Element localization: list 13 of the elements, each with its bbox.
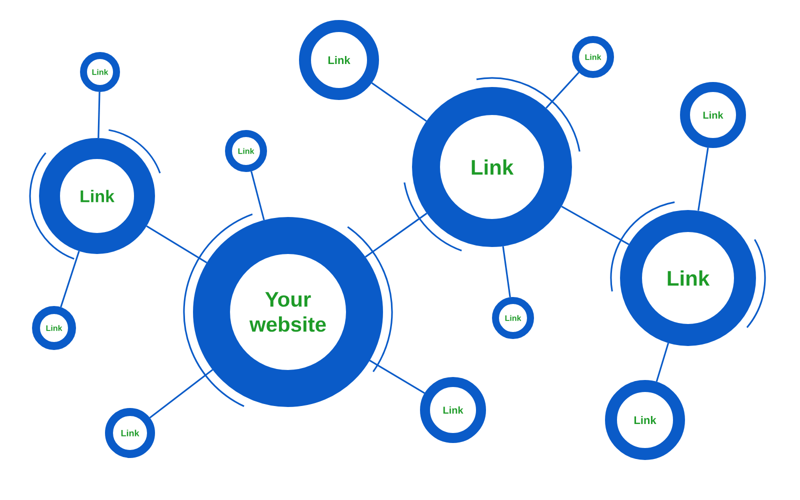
connector-line — [561, 206, 630, 246]
connector-line — [369, 360, 426, 394]
connector-line — [698, 147, 709, 211]
connector-line — [656, 342, 670, 382]
connector-line — [98, 92, 100, 138]
connector-line — [546, 72, 580, 109]
connector-line — [146, 225, 208, 264]
connector-line — [371, 82, 427, 122]
connector-line — [364, 212, 428, 258]
connector-line — [149, 369, 214, 418]
connector-line — [60, 250, 80, 308]
connector-line — [250, 171, 265, 220]
connector-line — [502, 246, 511, 298]
